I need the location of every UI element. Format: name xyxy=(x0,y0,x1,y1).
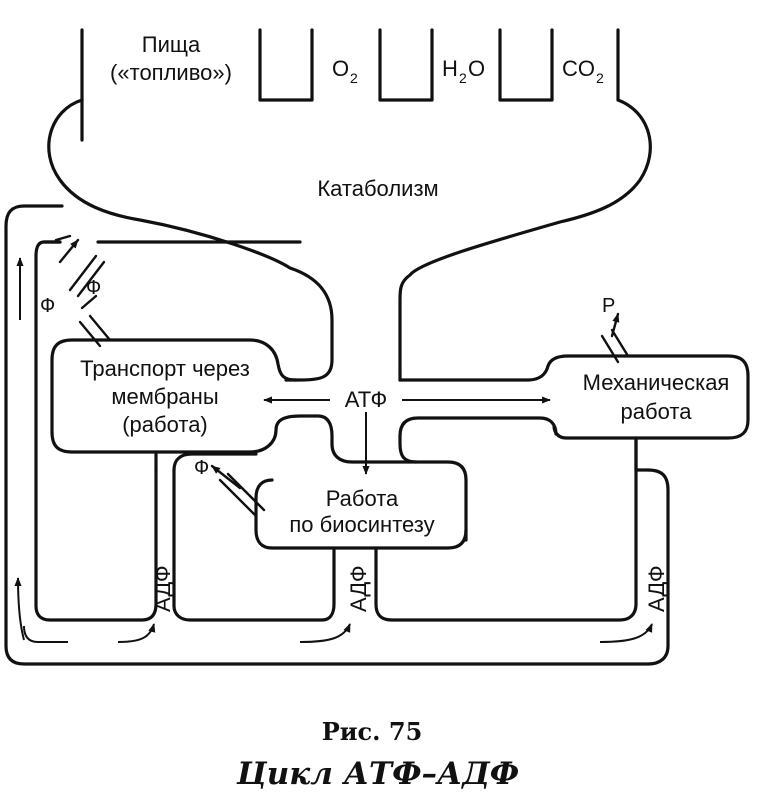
water-label-h: H xyxy=(442,56,458,81)
food-label-line2: («топливо») xyxy=(110,60,232,85)
figure-caption: Рис. 75 Цикл АТФ–АДФ xyxy=(236,717,519,792)
mechanical-line2: работа xyxy=(621,399,693,424)
inlet-channels xyxy=(80,28,620,102)
atp-center-label: АТФ xyxy=(345,387,387,412)
return-loop xyxy=(4,98,750,666)
adp-labels: АДФ АДФ АДФ xyxy=(150,565,669,612)
co2-subscript: 2 xyxy=(596,70,604,86)
food-label-line1: Пища xyxy=(142,32,201,57)
co2-label: CO xyxy=(562,56,595,81)
oxygen-label: O xyxy=(332,56,349,81)
transport-block: Транспорт через мембраны (работа) Ф Ф xyxy=(40,277,250,437)
biosynthesis-line2: по биосинтезу xyxy=(289,512,434,537)
biosynthesis-line1: Работа xyxy=(326,486,399,511)
biosynthesis-block: Работа по биосинтезу Ф xyxy=(194,457,435,537)
phosphate-label-bio: Ф xyxy=(194,457,209,479)
catabolism-label: Катаболизм xyxy=(317,176,438,201)
transport-line2: мембраны xyxy=(111,384,218,409)
phosphate-p-label: P xyxy=(602,295,615,317)
phosphate-label-left: Ф xyxy=(40,295,55,317)
mechanical-block: Механическая работа P xyxy=(583,295,730,424)
phosphate-label-right: Ф xyxy=(86,277,101,299)
figure-title: Цикл АТФ–АДФ xyxy=(236,756,519,792)
transport-line3: (работа) xyxy=(122,412,208,437)
transport-line1: Транспорт через xyxy=(80,356,250,381)
catabolism-chamber xyxy=(47,98,652,382)
input-labels: Пища («топливо») O 2 H 2 O CO 2 xyxy=(110,32,604,86)
oxygen-subscript: 2 xyxy=(350,70,358,86)
flow-arrows xyxy=(14,257,653,643)
water-subscript: 2 xyxy=(459,70,467,86)
adp-label-left: АДФ xyxy=(150,565,175,612)
phosphate-outlets xyxy=(54,234,630,518)
adp-label-right: АДФ xyxy=(644,565,669,612)
water-label-o: O xyxy=(468,56,485,81)
figure-number: Рис. 75 xyxy=(322,717,423,746)
mechanical-line1: Механическая xyxy=(583,370,730,395)
adp-label-middle: АДФ xyxy=(346,565,371,612)
